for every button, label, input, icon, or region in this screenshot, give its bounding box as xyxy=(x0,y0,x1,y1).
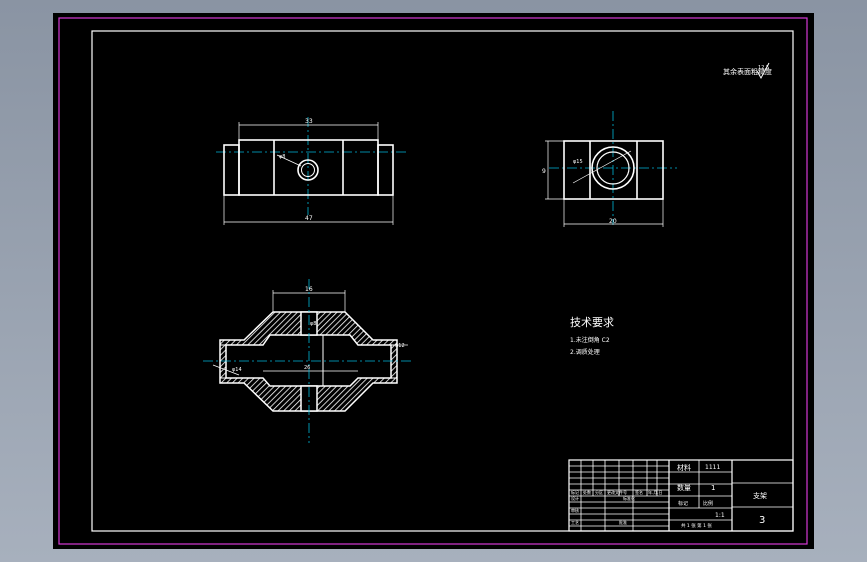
surface-finish-note: 其余表面粗糙度 xyxy=(723,67,772,76)
dim-section-center: 26 xyxy=(304,365,310,371)
dim-side-hole: φ15 xyxy=(573,159,583,165)
quantity-value: 1 xyxy=(711,484,715,492)
dim-section-left: φ14 xyxy=(232,367,242,373)
surface-finish-value: 12.5 xyxy=(758,65,769,71)
dim-section-mid: φ8 xyxy=(310,321,316,327)
dim-front-bottom: 47 xyxy=(305,215,313,222)
material-value: 1111 xyxy=(705,464,720,471)
review-label: 审核 xyxy=(571,507,579,513)
drawing-number: 3 xyxy=(759,515,765,526)
side-view xyxy=(545,111,677,227)
roughness-symbol xyxy=(756,62,770,80)
front-view xyxy=(216,117,406,225)
designer-label: 设计 xyxy=(571,495,579,501)
rev-header-doc: 更改文件号 xyxy=(607,489,627,495)
rev-header-date: 年.月.日 xyxy=(648,489,663,495)
cad-viewport[interactable]: 其余表面粗糙度 12.5 33 47 φ8 xyxy=(53,13,814,549)
approve-label: 批准 xyxy=(619,519,627,525)
rev-header-sign: 签名 xyxy=(635,489,643,495)
sheet-text: 共 1 张 第 1 张 xyxy=(681,522,712,529)
dim-front-top: 33 xyxy=(305,118,313,125)
scale-label: 比例 xyxy=(703,500,713,507)
inner-border xyxy=(91,30,794,532)
title-block xyxy=(568,459,794,532)
dim-side-width: 20 xyxy=(609,218,617,225)
rev-header-zone: 分区 xyxy=(595,489,603,495)
dim-front-hole: φ8 xyxy=(279,154,285,160)
scale-value: 1:1 xyxy=(715,512,725,519)
process-label: 工艺 xyxy=(571,520,579,525)
outer-border xyxy=(58,17,808,545)
tech-req-title: 技术要求 xyxy=(570,316,614,329)
dim-section-top: 16 xyxy=(305,286,313,293)
dim-side-height: 9 xyxy=(542,168,546,175)
tech-req-item-2: 2.调质处理 xyxy=(570,348,600,356)
standardize-label: 标准化 xyxy=(623,495,635,501)
material-label: 材料 xyxy=(677,463,691,472)
section-view xyxy=(203,279,413,443)
rev-header-count: 处数 xyxy=(583,489,591,495)
tech-req-item-1: 1.未注倒角 C2 xyxy=(570,336,610,344)
mark-label: 标记 xyxy=(678,500,688,507)
rev-header-mark: 标记 xyxy=(571,489,579,495)
quantity-label: 数量 xyxy=(677,483,691,492)
dim-section-right: φ12 xyxy=(395,343,405,349)
part-name: 支架 xyxy=(753,491,767,500)
engineering-drawing: 其余表面粗糙度 12.5 33 47 φ8 xyxy=(58,17,808,545)
